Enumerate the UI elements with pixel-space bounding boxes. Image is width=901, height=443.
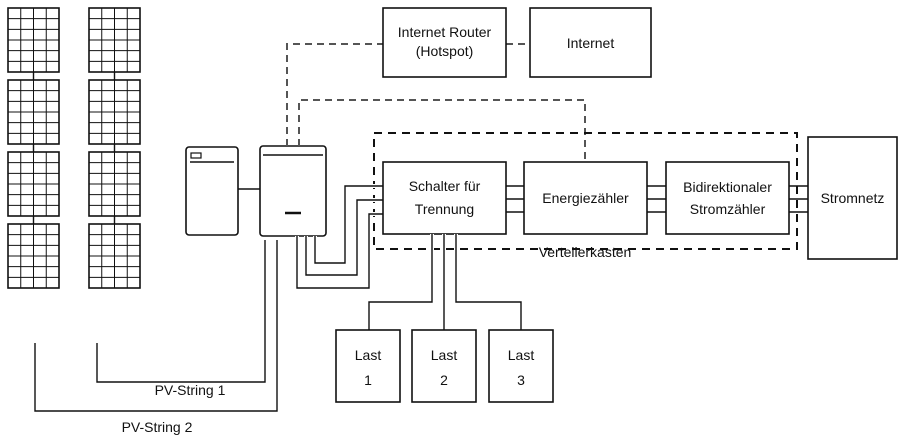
pv-panel	[7, 223, 60, 289]
load-1-label-line2: 1	[364, 372, 372, 388]
load-2: Last 2	[411, 329, 477, 403]
inverter-meter-link	[298, 99, 586, 162]
pv-panel	[7, 151, 60, 217]
pv-panel	[88, 223, 141, 289]
load-1: Last 1	[335, 329, 401, 403]
bidirectional-grid-wiring	[789, 185, 808, 213]
inverter-router-link	[286, 43, 383, 146]
pv-string-2-label: PV-String 2	[122, 419, 193, 435]
distribution-box-label: Verteilerkasten	[539, 244, 632, 260]
router-label-line2: (Hotspot)	[416, 43, 474, 59]
pv-string-1-label: PV-String 1	[155, 382, 226, 398]
bidirectional-meter-label-line2: Stromzähler	[690, 201, 766, 217]
pv-string-1-panels	[7, 7, 60, 289]
energy-meter: Energiezähler	[523, 161, 648, 235]
pv-string-2-panels	[88, 7, 141, 289]
grid-label: Stromnetz	[821, 190, 885, 206]
switch-label-line1: Schalter für	[409, 178, 481, 194]
internet-box: Internet	[529, 7, 652, 78]
inverter-unit	[259, 145, 327, 237]
switch-meter-wiring	[506, 185, 524, 213]
load-2-label-line2: 2	[440, 372, 448, 388]
internet-router: Internet Router (Hotspot)	[382, 7, 507, 78]
load-3-label-line1: Last	[508, 347, 535, 363]
power-grid: Stromnetz	[807, 136, 898, 260]
distribution-box-border	[373, 132, 798, 250]
internet-label: Internet	[567, 35, 615, 51]
load-3: Last 3	[488, 329, 554, 403]
inverter-switch-wiring	[295, 184, 383, 290]
pv-string-1-wire	[96, 240, 266, 383]
switch-label-line2: Trennung	[415, 201, 474, 217]
pv-panel	[7, 7, 60, 73]
router-label-line1: Internet Router	[398, 24, 492, 40]
pv-panel	[88, 151, 141, 217]
pv-panel	[88, 7, 141, 73]
disconnect-switch: Schalter für Trennung	[382, 161, 507, 235]
bidirectional-meter-label-line1: Bidirektionaler	[683, 179, 772, 195]
battery-unit	[185, 146, 239, 236]
pv-string-2-wire	[34, 240, 278, 412]
meter-bidirectional-wiring	[647, 185, 666, 213]
switch-loads-wiring	[367, 234, 523, 330]
pv-panel	[88, 79, 141, 145]
load-1-label-line1: Last	[355, 347, 382, 363]
bidirectional-meter: Bidirektionaler Stromzähler	[665, 161, 790, 235]
energy-meter-label: Energiezähler	[542, 190, 629, 206]
load-3-label-line2: 3	[517, 372, 525, 388]
load-2-label-line1: Last	[431, 347, 458, 363]
pv-panel	[7, 79, 60, 145]
